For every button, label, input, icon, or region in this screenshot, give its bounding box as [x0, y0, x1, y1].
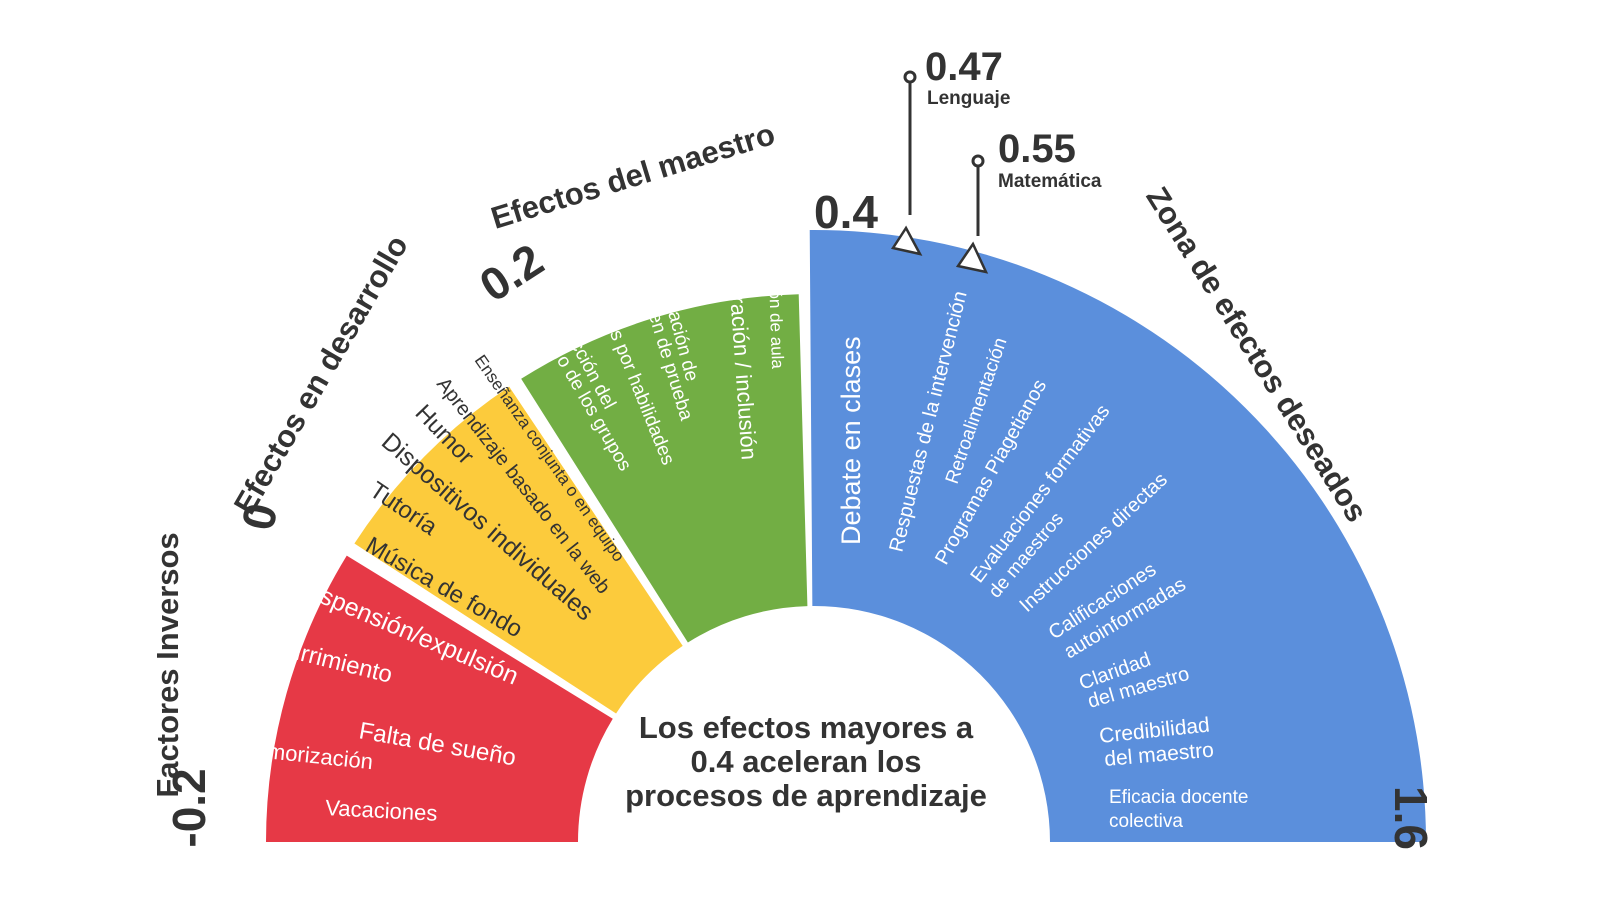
zone-title-efectos-del-maestro: Efectos del maestro — [487, 116, 779, 236]
marker-matematica-value: 0.55 — [998, 127, 1076, 171]
red-item: Vacaciones — [325, 795, 438, 826]
marker-lenguaje-value: 0.47 — [925, 45, 1003, 89]
blue-item: Eficacia docente — [1109, 787, 1248, 808]
scale-label-0: 0 — [231, 499, 287, 535]
marker-lenguaje-pointer-icon — [890, 225, 923, 256]
marker-lenguaje: 0.47 Lenguaje — [890, 45, 1010, 256]
scale-label-minus-0-2: -0.2 — [163, 768, 215, 847]
marker-matematica-knob — [971, 154, 985, 168]
center-text-line-3: procesos de aprendizaje — [625, 778, 987, 813]
zone-title-efectos-en-desarrollo: Efectos en desarrollo — [227, 229, 415, 520]
scale-label-0-4: 0.4 — [814, 186, 878, 238]
green-item: Gestión de aula — [764, 249, 787, 369]
center-text-line-1: Los efectos mayores a — [639, 710, 974, 745]
green-item: Tarea — [685, 256, 712, 306]
zone-title-factores-inversos: Factores Inversos — [150, 532, 185, 797]
segment-efectos-en-desarrollo — [354, 386, 683, 714]
blue-item: colectiva — [1109, 811, 1183, 832]
marker-matematica-pointer-icon — [955, 241, 989, 274]
marker-lenguaje-label: Lenguaje — [927, 88, 1010, 109]
center-text-line-2: 0.4 aceleran los — [691, 744, 922, 779]
marker-matematica: 0.55 Matemática — [955, 127, 1102, 274]
marker-lenguaje-knob — [903, 70, 917, 84]
scale-label-1-6: 1.6 — [1385, 786, 1437, 850]
segment-zona-de-efectos-deseados — [809, 230, 1427, 842]
blue-item: Debate en clases — [836, 336, 866, 545]
segment-efectos-del-maestro — [521, 294, 808, 643]
segment-factores-inversos — [266, 555, 613, 842]
scale-label-0-2: 0.2 — [470, 233, 552, 311]
marker-matematica-label: Matemática — [998, 171, 1102, 192]
